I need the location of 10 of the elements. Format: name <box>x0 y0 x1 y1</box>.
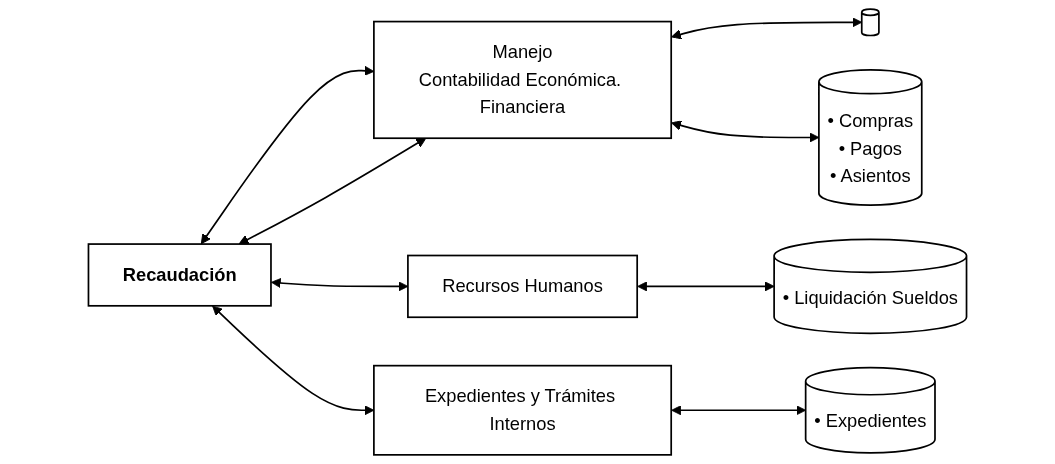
node-box: Recursos Humanos <box>407 254 639 319</box>
arrow <box>671 405 807 416</box>
arrow <box>637 281 775 292</box>
arrow <box>238 137 427 245</box>
arrow <box>671 120 820 143</box>
arrow <box>671 17 863 40</box>
node-cylinder <box>860 8 880 37</box>
node-box: Manejo Contabilidad Económica. Financiera <box>373 20 673 140</box>
node-box: Expedientes y Trámites Internos <box>373 364 673 456</box>
node-box: Recaudación <box>87 243 272 307</box>
